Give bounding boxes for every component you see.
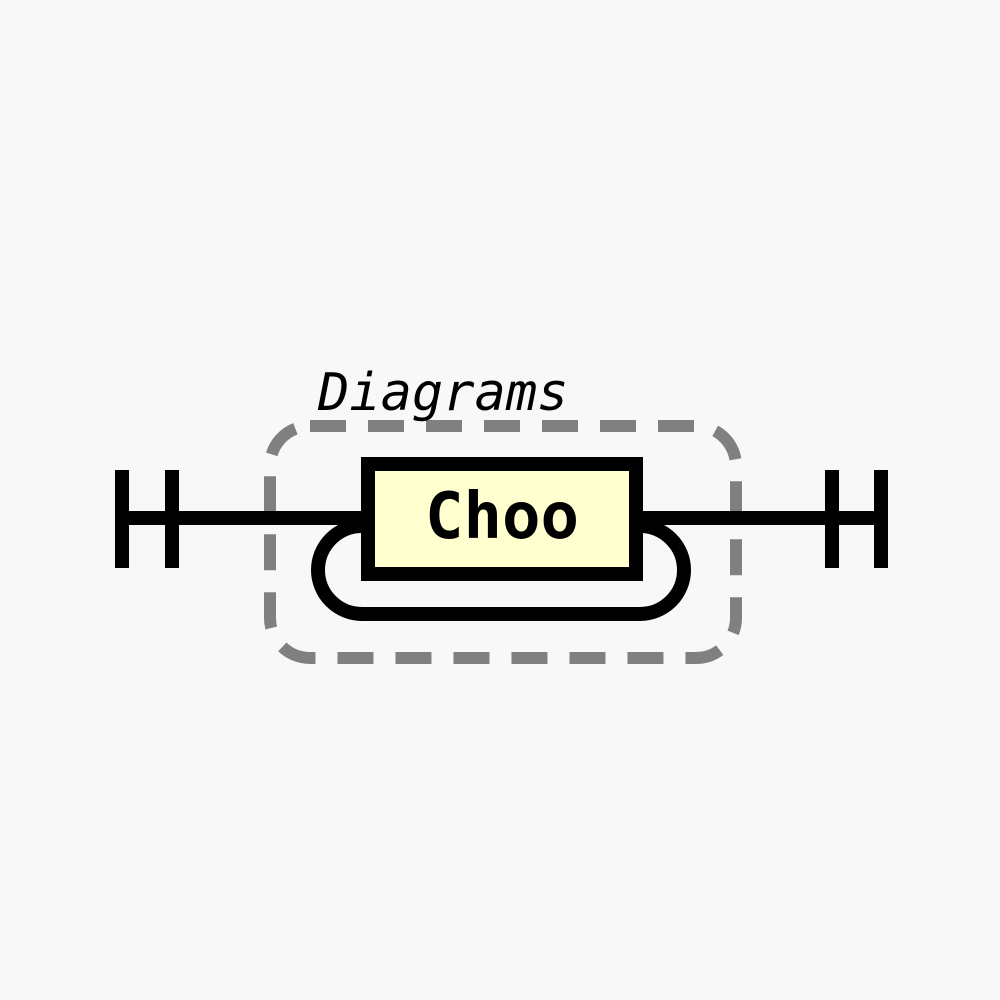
group-label: Diagrams: [317, 363, 568, 423]
terminal-box: [361, 457, 643, 581]
repeat-loop: [311, 519, 691, 621]
terminal-label: Choo: [425, 480, 579, 554]
group-box: [264, 420, 742, 664]
